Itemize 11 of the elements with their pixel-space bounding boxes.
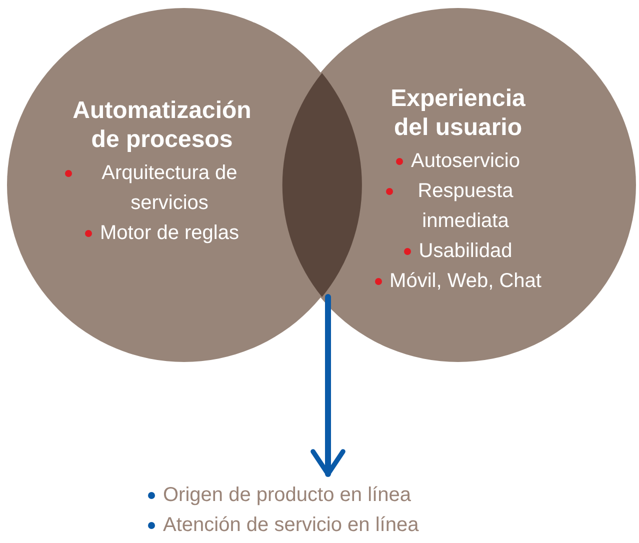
list-item: Móvil, Web, Chat [390, 269, 542, 294]
circle-heading: Experiencia del usuario [390, 84, 526, 142]
list-item: Origen de producto en línea [163, 483, 411, 508]
list-item: Atención de servicio en línea [163, 513, 419, 538]
list-item: Respuesta inmediata [416, 179, 514, 234]
list-item: Motor de reglas [100, 221, 239, 246]
list-item: Usabilidad [418, 239, 512, 264]
list-item: Arquitectura de servicios [100, 161, 238, 216]
list-item: Autoservicio [411, 149, 520, 174]
arrow [310, 294, 346, 477]
circle-heading: Automatización de procesos [72, 96, 252, 154]
